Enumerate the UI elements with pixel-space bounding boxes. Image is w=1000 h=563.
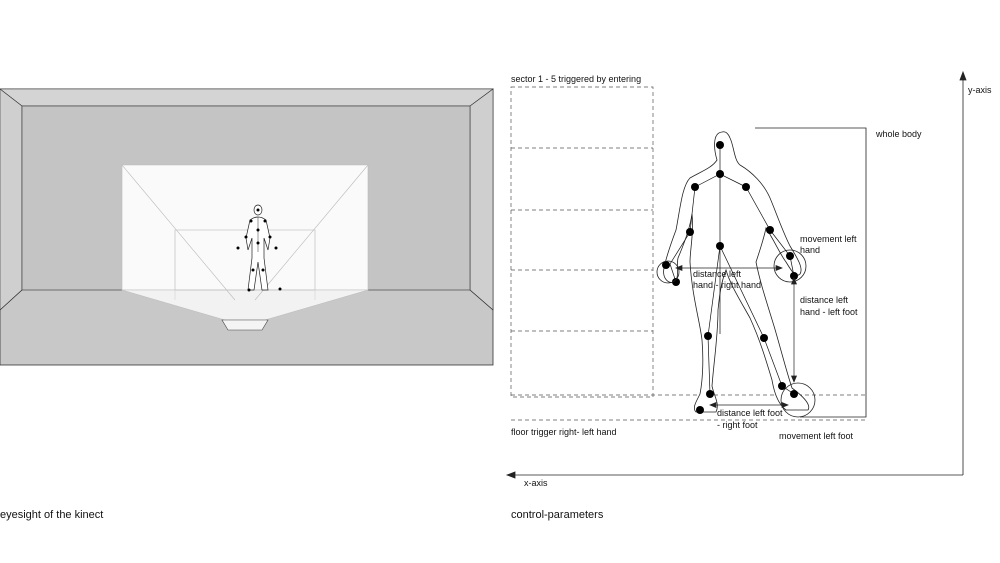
sector-boxes [510, 86, 654, 398]
skeleton-joints [662, 141, 798, 414]
small-skeleton-figure [245, 204, 271, 291]
y-axis-label: y-axis [968, 85, 992, 95]
right-caption: control-parameters [511, 509, 604, 521]
distance-hands-label-2: hand - right hand [693, 280, 761, 290]
whole-body-bracket [755, 127, 867, 418]
movement-left-hand-label-1: movement left [800, 234, 857, 244]
distance-feet-label-1: distance left foot [717, 408, 783, 418]
movement-left-hand-label-2: hand [800, 245, 820, 255]
distance-hand-foot-label-2: hand - left foot [800, 307, 858, 317]
distance-hands-label-1: distance left [693, 269, 742, 279]
floor-trigger-lines [511, 394, 866, 421]
axes [505, 70, 967, 479]
left-caption: eyesight of the kinect [0, 509, 103, 521]
movement-left-foot-label: movement left foot [779, 431, 854, 441]
distance-arrows [675, 264, 798, 409]
whole-body-label: whole body [875, 129, 922, 139]
movement-circles [656, 249, 816, 418]
sector-label: sector 1 - 5 triggered by entering [511, 74, 641, 84]
small-skeleton-joints [236, 208, 282, 292]
kinect-view-frustum [121, 164, 369, 321]
floor-trigger-label: floor trigger right- left hand [511, 427, 617, 437]
distance-hand-foot-label-1: distance left [800, 295, 849, 305]
kinect-sensor [221, 319, 269, 331]
x-axis-label: x-axis [524, 478, 548, 488]
distance-feet-label-2: - right foot [717, 420, 758, 430]
